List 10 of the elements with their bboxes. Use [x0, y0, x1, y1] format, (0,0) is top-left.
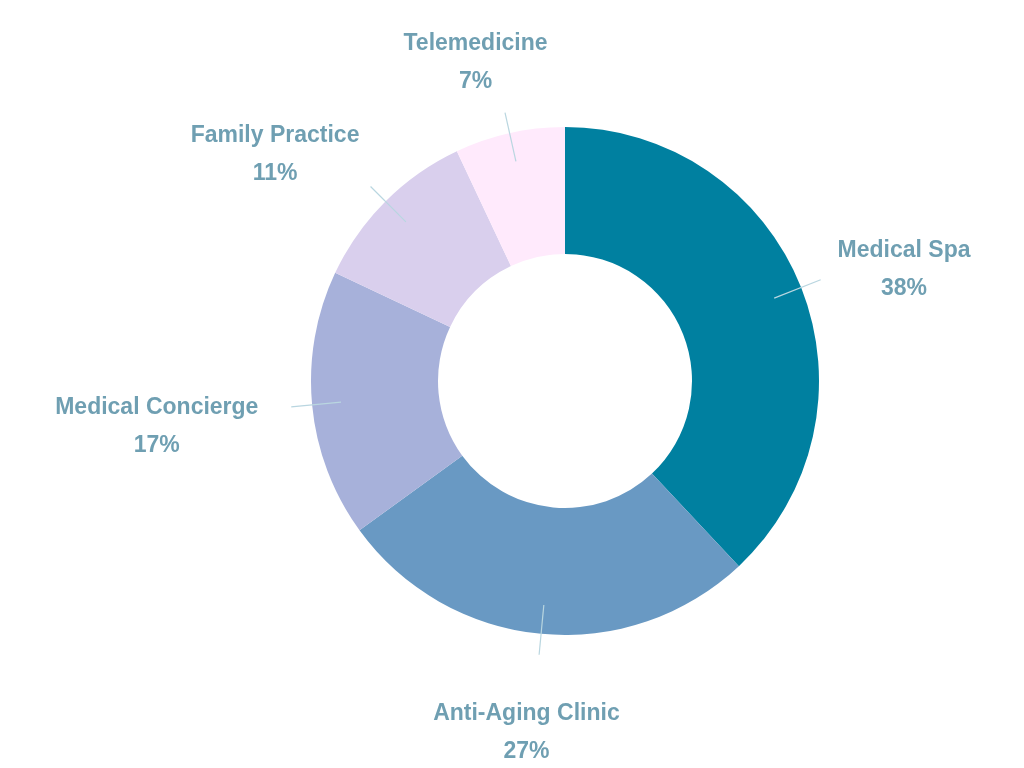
value-label: 38%	[880, 272, 927, 302]
value-label: 17%	[133, 430, 180, 459]
value-label: 7%	[458, 66, 493, 96]
category-label: Telemedicine	[403, 28, 548, 58]
category-label: Medical Concierge	[55, 392, 259, 421]
category-label: Anti-Aging Clinic	[433, 698, 620, 728]
value-label: 27%	[503, 736, 550, 766]
category-label: Medical Spa	[837, 234, 971, 264]
value-label: 11%	[252, 157, 298, 187]
category-label: Family Practice	[190, 119, 360, 149]
